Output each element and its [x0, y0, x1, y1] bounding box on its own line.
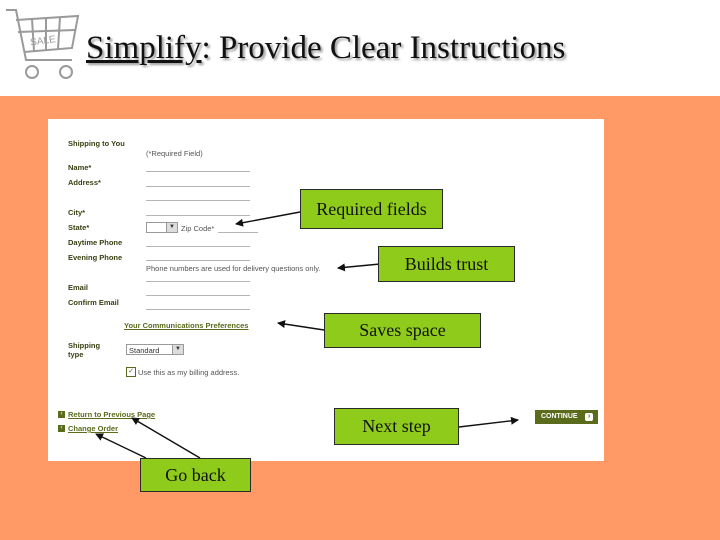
- city-label: City*: [68, 208, 86, 217]
- required-fields-arrow: [235, 211, 301, 227]
- next-step-arrow: [458, 416, 519, 428]
- daytime-phone-input[interactable]: [146, 246, 250, 247]
- name-input[interactable]: [146, 171, 250, 172]
- name-label: Name*: [68, 163, 92, 172]
- arrow-left-icon: ‹: [58, 425, 65, 432]
- callout-next-step: Next step: [334, 408, 459, 445]
- builds-trust-arrow: [337, 263, 381, 272]
- email-label: Email: [68, 283, 89, 292]
- logo-text: SALE: [30, 34, 57, 48]
- address-label: Address*: [68, 178, 101, 187]
- email-input-line[interactable]: [146, 295, 250, 296]
- shipping-type-value: Standard: [129, 346, 160, 355]
- shipping-type-select[interactable]: Standard ▼: [126, 344, 184, 355]
- go-back-arrow-2: [95, 433, 147, 459]
- daytime-phone-label: Daytime Phone: [68, 238, 123, 247]
- shipping-type-label: Shipping type: [68, 341, 101, 359]
- change-order-link[interactable]: Change Order: [68, 424, 119, 433]
- callout-saves-space: Saves space: [324, 313, 481, 348]
- title-rest: : Provide Clear Instructions: [201, 30, 566, 66]
- chevron-down-icon: ▼: [166, 223, 177, 232]
- section-title: Shipping to You: [68, 139, 125, 148]
- evening-phone-label: Evening Phone: [68, 253, 123, 262]
- shopping-cart-icon: SALE: [6, 9, 80, 79]
- arrow-left-icon: ‹: [58, 411, 65, 418]
- address-input-1[interactable]: [146, 186, 250, 187]
- chevron-down-icon: ▼: [172, 345, 183, 354]
- arrow-right-icon: ›: [585, 413, 593, 421]
- address-input-2[interactable]: [146, 200, 250, 201]
- slide-header: SALE Simplify: Provide Clear Instruction…: [0, 0, 720, 96]
- city-input[interactable]: [146, 215, 250, 216]
- checkmark-icon: ✓: [128, 368, 134, 375]
- saves-space-arrow: [277, 320, 325, 331]
- callout-go-back: Go back: [140, 458, 251, 492]
- evening-phone-input[interactable]: [146, 260, 250, 261]
- billing-checkbox-label: Use this as my billing address.: [138, 368, 240, 377]
- zip-input[interactable]: [218, 232, 258, 233]
- phone-note: Phone numbers are used for delivery ques…: [146, 264, 321, 273]
- callout-required-fields: Required fields: [300, 189, 443, 229]
- confirm-email-label: Confirm Email: [68, 298, 119, 307]
- zip-label: Zip Code*: [181, 224, 215, 233]
- continue-button[interactable]: CONTINUE ›: [535, 410, 598, 424]
- communications-preferences-link[interactable]: Your Communications Preferences: [124, 321, 249, 330]
- slide-title: Simplify: Provide Clear Instructions: [86, 30, 565, 67]
- title-keyword: Simplify: [86, 30, 202, 66]
- state-label: State*: [68, 223, 90, 232]
- confirm-email-input[interactable]: [146, 309, 250, 310]
- email-input[interactable]: [146, 281, 250, 282]
- checkout-form-screenshot: Shipping to You (*Required Field) Name* …: [48, 119, 604, 461]
- billing-address-checkbox[interactable]: ✓: [126, 367, 136, 377]
- state-select[interactable]: ▼: [146, 222, 178, 233]
- required-note: (*Required Field): [146, 149, 203, 158]
- go-back-arrow-1: [131, 417, 201, 459]
- continue-label: CONTINUE: [541, 413, 578, 420]
- return-to-previous-page-link[interactable]: Return to Previous Page: [68, 410, 156, 419]
- callout-builds-trust: Builds trust: [378, 246, 515, 282]
